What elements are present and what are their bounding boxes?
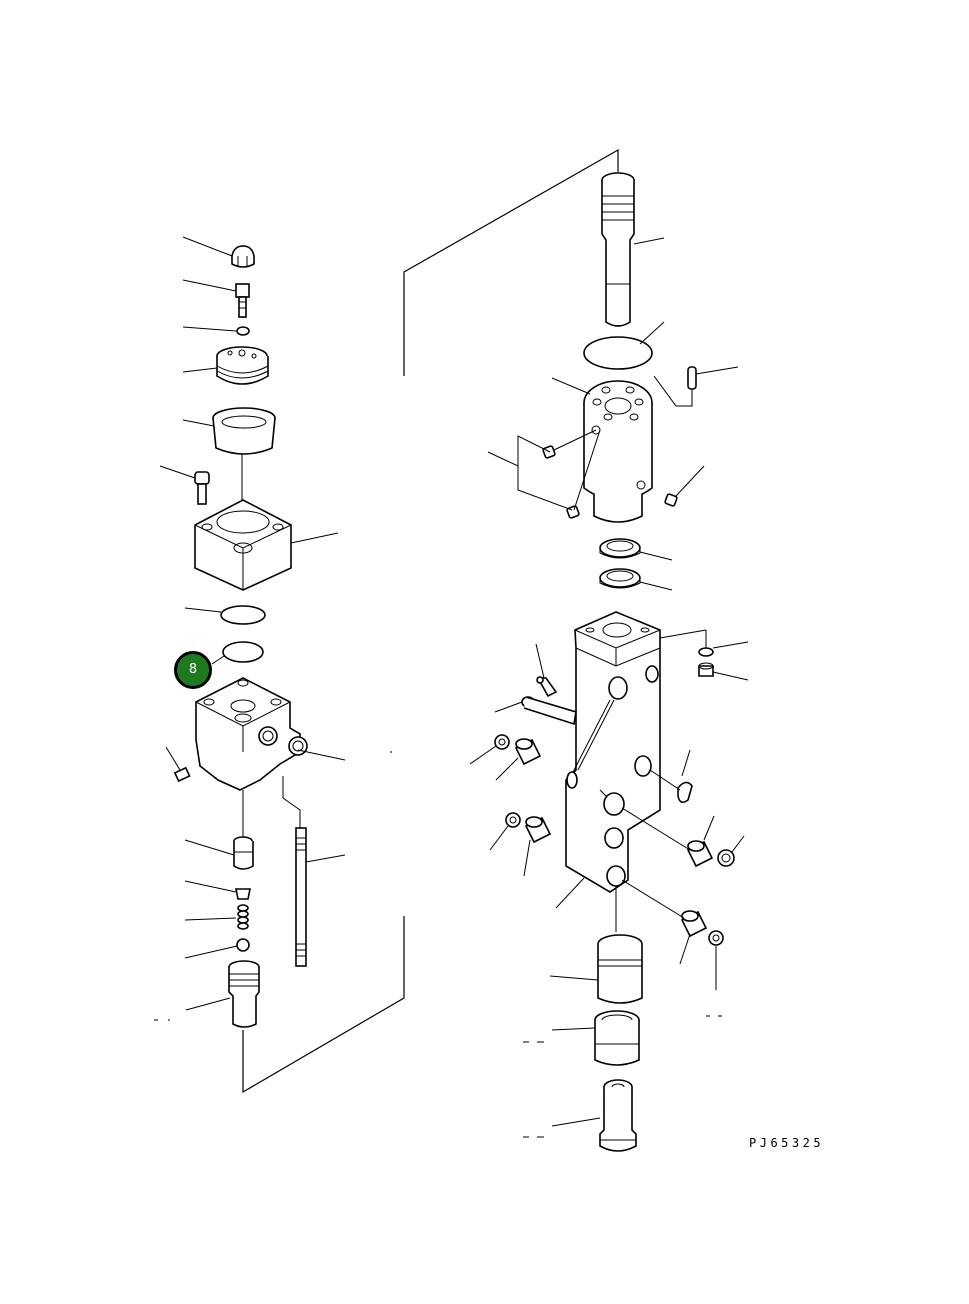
part-upper-body [194,499,292,591]
part-yoke-bracket [565,611,661,893]
part-clip [677,781,693,804]
part-nut-b [505,812,521,828]
part-plug-2 [566,505,580,519]
part-washer-right [698,647,714,657]
part-adjust-screw [235,283,250,318]
part-nut-a [494,734,510,750]
part-bolt-left [194,471,210,505]
part-washer-small [236,326,250,336]
leader-lines-left [159,236,346,1011]
part-nut-d [708,930,724,946]
part-bottom-bushing [599,1079,637,1152]
part-dowel-pin [653,366,697,407]
left-valve-assembly [159,236,346,1028]
part-main-shaft [601,172,635,327]
figure-code: PJ65325 [749,1136,825,1150]
part-stud-bolt [282,776,307,967]
leader-lines-right [154,237,749,1138]
part-seal-ring-2 [599,568,641,589]
part-lower-body [195,677,308,791]
part-nut-c [717,849,735,867]
part-retainer [235,888,251,900]
part-pivot-pin [521,696,577,726]
part-bushing-c [686,840,714,868]
part-piston [597,934,643,1004]
part-seal-ring-1 [599,538,641,559]
part-plug-3 [664,493,678,507]
callout-badge-8[interactable]: 8 [174,651,212,689]
part-nut-right [698,662,714,677]
part-gasket-left [222,641,264,663]
part-bottom-plug [228,960,260,1028]
part-collar [594,1010,640,1066]
part-bushing-d [680,910,708,938]
part-grease-fitting [536,676,558,698]
part-sleeve-cup [212,407,276,455]
part-cover-plug [216,346,269,385]
part-bushing-b [524,816,552,844]
part-cap-nut [231,245,255,268]
part-spring [237,904,249,930]
part-ball [236,938,250,952]
right-swivel-assembly [154,172,749,1152]
part-bushing-a [514,738,542,766]
part-spool [233,836,254,870]
frame-lines [242,148,619,1094]
part-large-gasket [583,336,653,370]
part-swivel-housing [583,380,653,523]
part-set-screw [173,766,191,783]
part-o-ring-left [220,605,266,625]
